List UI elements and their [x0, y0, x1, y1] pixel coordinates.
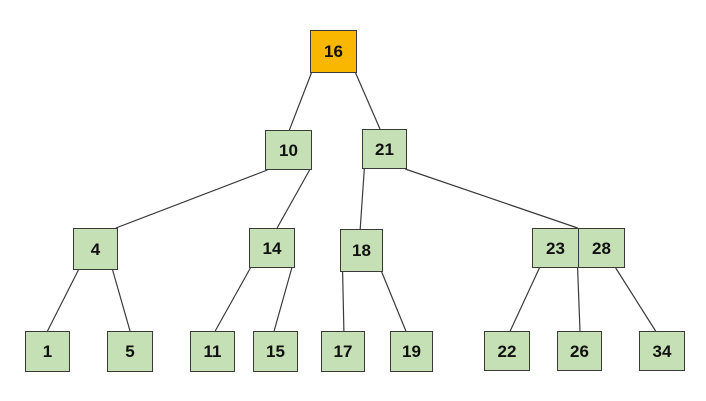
edge-18-19	[381, 271, 407, 332]
edge-16-21	[355, 72, 381, 130]
tree-node-key: 5	[125, 342, 135, 361]
tree-node-21: 21	[362, 129, 407, 169]
edge-23-28-34	[615, 267, 657, 332]
edge-4-5	[112, 269, 131, 332]
tree-node-key: 34	[652, 341, 672, 361]
tree-node-key: 15	[266, 342, 285, 361]
tree-node-26: 26	[557, 331, 602, 371]
tree-node-18: 18	[340, 229, 383, 272]
edge-10-4	[115, 169, 268, 229]
tree-node-11: 11	[190, 331, 235, 372]
edge-21-18	[359, 168, 365, 230]
edge-23-28-26	[577, 267, 581, 332]
edge-14-11	[214, 267, 251, 332]
tree-node-5: 5	[107, 331, 153, 372]
edge-18-17	[342, 271, 345, 332]
tree-node-key: 23	[546, 238, 565, 258]
tree-node-key: 22	[497, 341, 517, 361]
tree-node-17: 17	[321, 331, 365, 372]
tree-node-key: 11	[203, 342, 222, 361]
tree-node-19: 19	[390, 331, 433, 372]
tree-node-key: 4	[90, 239, 101, 259]
tree-node-10: 10	[265, 130, 312, 170]
edge-4-1	[46, 269, 79, 332]
tree-node-14: 14	[249, 228, 295, 268]
tree-node-key: 14	[262, 238, 282, 258]
tree-node-key: 10	[279, 140, 298, 160]
edge-16-10	[288, 72, 312, 131]
tree-node-key: 28	[578, 229, 624, 267]
edge-10-14	[276, 169, 311, 229]
tree-node-key: 19	[402, 342, 421, 361]
edge-14-15	[273, 267, 293, 332]
tree-node-23-28: 23 28	[532, 228, 625, 268]
tree-node-key: 18	[352, 241, 371, 260]
tree-node-4: 4	[73, 228, 118, 270]
tree-node-15: 15	[253, 331, 298, 372]
tree-node-1: 1	[25, 331, 70, 372]
tree-node-key: 1	[42, 342, 53, 361]
tree-node-34: 34	[639, 331, 685, 371]
tree-node-22: 22	[484, 331, 530, 371]
tree-node-key: 26	[570, 341, 589, 361]
tree-node-key: 17	[333, 342, 353, 361]
tree-node-key: 21	[375, 139, 394, 159]
edge-21-23-28	[405, 168, 578, 229]
tree-node-16: 16	[310, 30, 357, 73]
edge-23-28-22	[509, 267, 540, 332]
tree-node-key: 16	[324, 42, 343, 61]
